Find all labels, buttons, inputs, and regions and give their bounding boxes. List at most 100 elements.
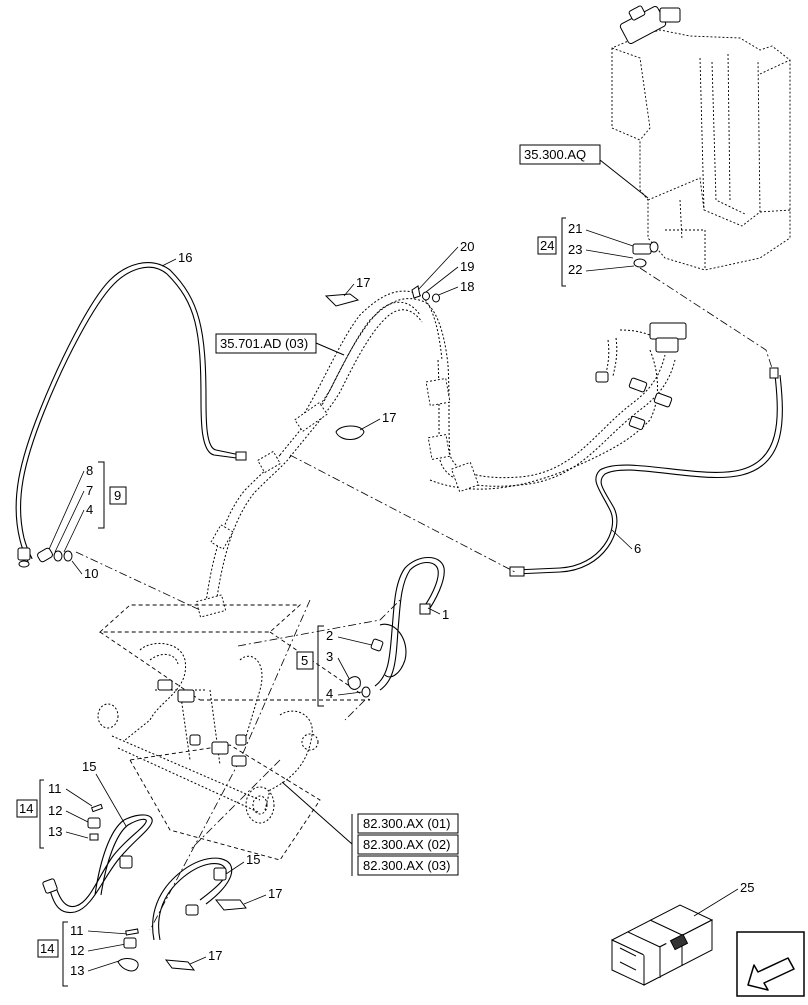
leader-10 (71, 560, 83, 575)
callout-15-left: 15 (82, 759, 96, 774)
fittings-18-20 (411, 285, 440, 303)
callout-19: 19 (460, 259, 474, 274)
callout-22: 22 (568, 262, 582, 277)
group-5[interactable]: 5 (296, 651, 314, 670)
hose-1-fitting (419, 603, 431, 615)
fittings-5 (347, 638, 384, 698)
callout-10: 10 (84, 566, 98, 581)
group-14-lower[interactable]: 14 (37, 939, 59, 958)
hydraulic-tank (611, 29, 791, 271)
leader-6 (611, 529, 633, 550)
leader-82-300-ax (281, 781, 353, 845)
leaders-14-lower (87, 930, 129, 972)
group-14-upper[interactable]: 14 (16, 799, 38, 818)
cable-tie-bottom (164, 959, 196, 971)
leader-1 (427, 607, 441, 615)
ref-box-82-300-ax-03[interactable] (357, 855, 459, 876)
bracket-9 (98, 461, 105, 529)
hose-15-left (49, 814, 153, 914)
pipe-16-lower-fitting (17, 547, 31, 568)
group-9-label: 9 (114, 488, 121, 503)
ref-82-300-ax-02-label: 82.300.AX (02) (363, 837, 450, 852)
callout-20: 20 (460, 239, 474, 254)
hose-clamps (195, 377, 480, 618)
loader-arm-cross-tube (97, 642, 319, 824)
hose-15-left-fittings (42, 855, 133, 894)
leader-35-701-ad-03 (315, 342, 345, 356)
callout-15-right: 15 (246, 852, 260, 867)
leader-15-left (95, 773, 127, 827)
callout-21: 21 (568, 221, 582, 236)
pipe-16-end-fitting (235, 451, 247, 461)
callout-2: 2 (326, 628, 333, 643)
bracket-14-upper (39, 779, 44, 849)
ref-box-35-300-aq[interactable]: 35.300.AQ (519, 144, 601, 165)
loader-valve-parts (157, 679, 247, 767)
ref-82-300-ax-01-label: 82.300.AX (01) (363, 816, 450, 831)
cable-tie-top (324, 293, 360, 307)
group-24[interactable]: 24 (537, 236, 557, 255)
ref-82-300-ax-03-label: 82.300.AX (03) (363, 858, 450, 873)
callout-3: 3 (326, 649, 333, 664)
callout-25: 25 (740, 880, 754, 895)
pipe-6 (514, 374, 783, 575)
leaders-9 (45, 470, 85, 557)
callout-11-lower: 11 (70, 923, 84, 938)
group-24-label: 24 (540, 238, 554, 253)
group-14-upper-label: 14 (19, 801, 33, 816)
tank-fitting (632, 241, 659, 268)
leaders-14-upper (65, 788, 93, 839)
kit-box (610, 904, 714, 986)
group-5-label: 5 (301, 653, 308, 668)
callout-7: 7 (86, 483, 93, 498)
callout-13-lower: 13 (70, 963, 84, 978)
leader-17-middle (359, 418, 381, 431)
hose-15-right-fittings (185, 867, 227, 916)
leader-15-right (225, 861, 245, 875)
cable-tie-lower-right (214, 899, 247, 911)
fittings-14-lower (117, 928, 139, 972)
leader-17-top (343, 283, 355, 297)
ref-box-82-300-ax-02[interactable] (357, 834, 459, 855)
ref-35-701-ad-03-label: 35.701.AD (03) (220, 336, 308, 351)
callout-4-upper: 4 (86, 502, 93, 517)
arrow-icon (747, 957, 795, 991)
leaders-24 (585, 229, 635, 272)
callout-12-upper: 12 (48, 803, 62, 818)
callout-13-upper: 13 (48, 824, 62, 839)
group-9[interactable]: 9 (109, 486, 127, 505)
fittings-14-upper (87, 803, 104, 841)
tank-valve-block (619, 5, 681, 45)
callout-18: 18 (460, 279, 474, 294)
pipe-6-upper-fitting (769, 367, 779, 379)
ref-box-82-300-ax-01[interactable] (357, 813, 459, 834)
leader-35-300-aq (599, 159, 649, 199)
callout-11-upper: 11 (48, 781, 62, 796)
callout-1: 1 (442, 607, 449, 622)
leader-25 (693, 888, 739, 917)
leaders-18-20 (417, 246, 459, 297)
cable-tie-middle (335, 425, 365, 440)
bracket-24 (561, 217, 566, 287)
group-14-lower-label: 14 (40, 941, 54, 956)
valve-block-right (595, 322, 687, 431)
bracket-14-lower (62, 921, 68, 987)
loader-arm-assembly (98, 604, 371, 861)
pipe-16 (15, 262, 245, 563)
leader-17-lower-right (243, 894, 267, 905)
ref-stack-82-300-ax: 82.300.AX (01) 82.300.AX (02) 82.300.AX … (351, 813, 459, 876)
callout-23: 23 (568, 242, 582, 257)
ref-box-35-701-ad-03[interactable]: 35.701.AD (03) (215, 333, 317, 354)
callout-4-lower: 4 (326, 686, 333, 701)
bracket-5 (317, 625, 324, 707)
callout-12-lower: 12 (70, 943, 84, 958)
leader-16 (161, 258, 177, 267)
ref-35-300-aq-label: 35.300.AQ (524, 147, 586, 162)
fittings-9 (37, 547, 73, 563)
previous-page-arrow-button[interactable] (736, 931, 805, 997)
pipe-6-end-fitting (509, 566, 525, 577)
centre-lines (75, 267, 773, 931)
leader-17-bottom (189, 956, 207, 965)
